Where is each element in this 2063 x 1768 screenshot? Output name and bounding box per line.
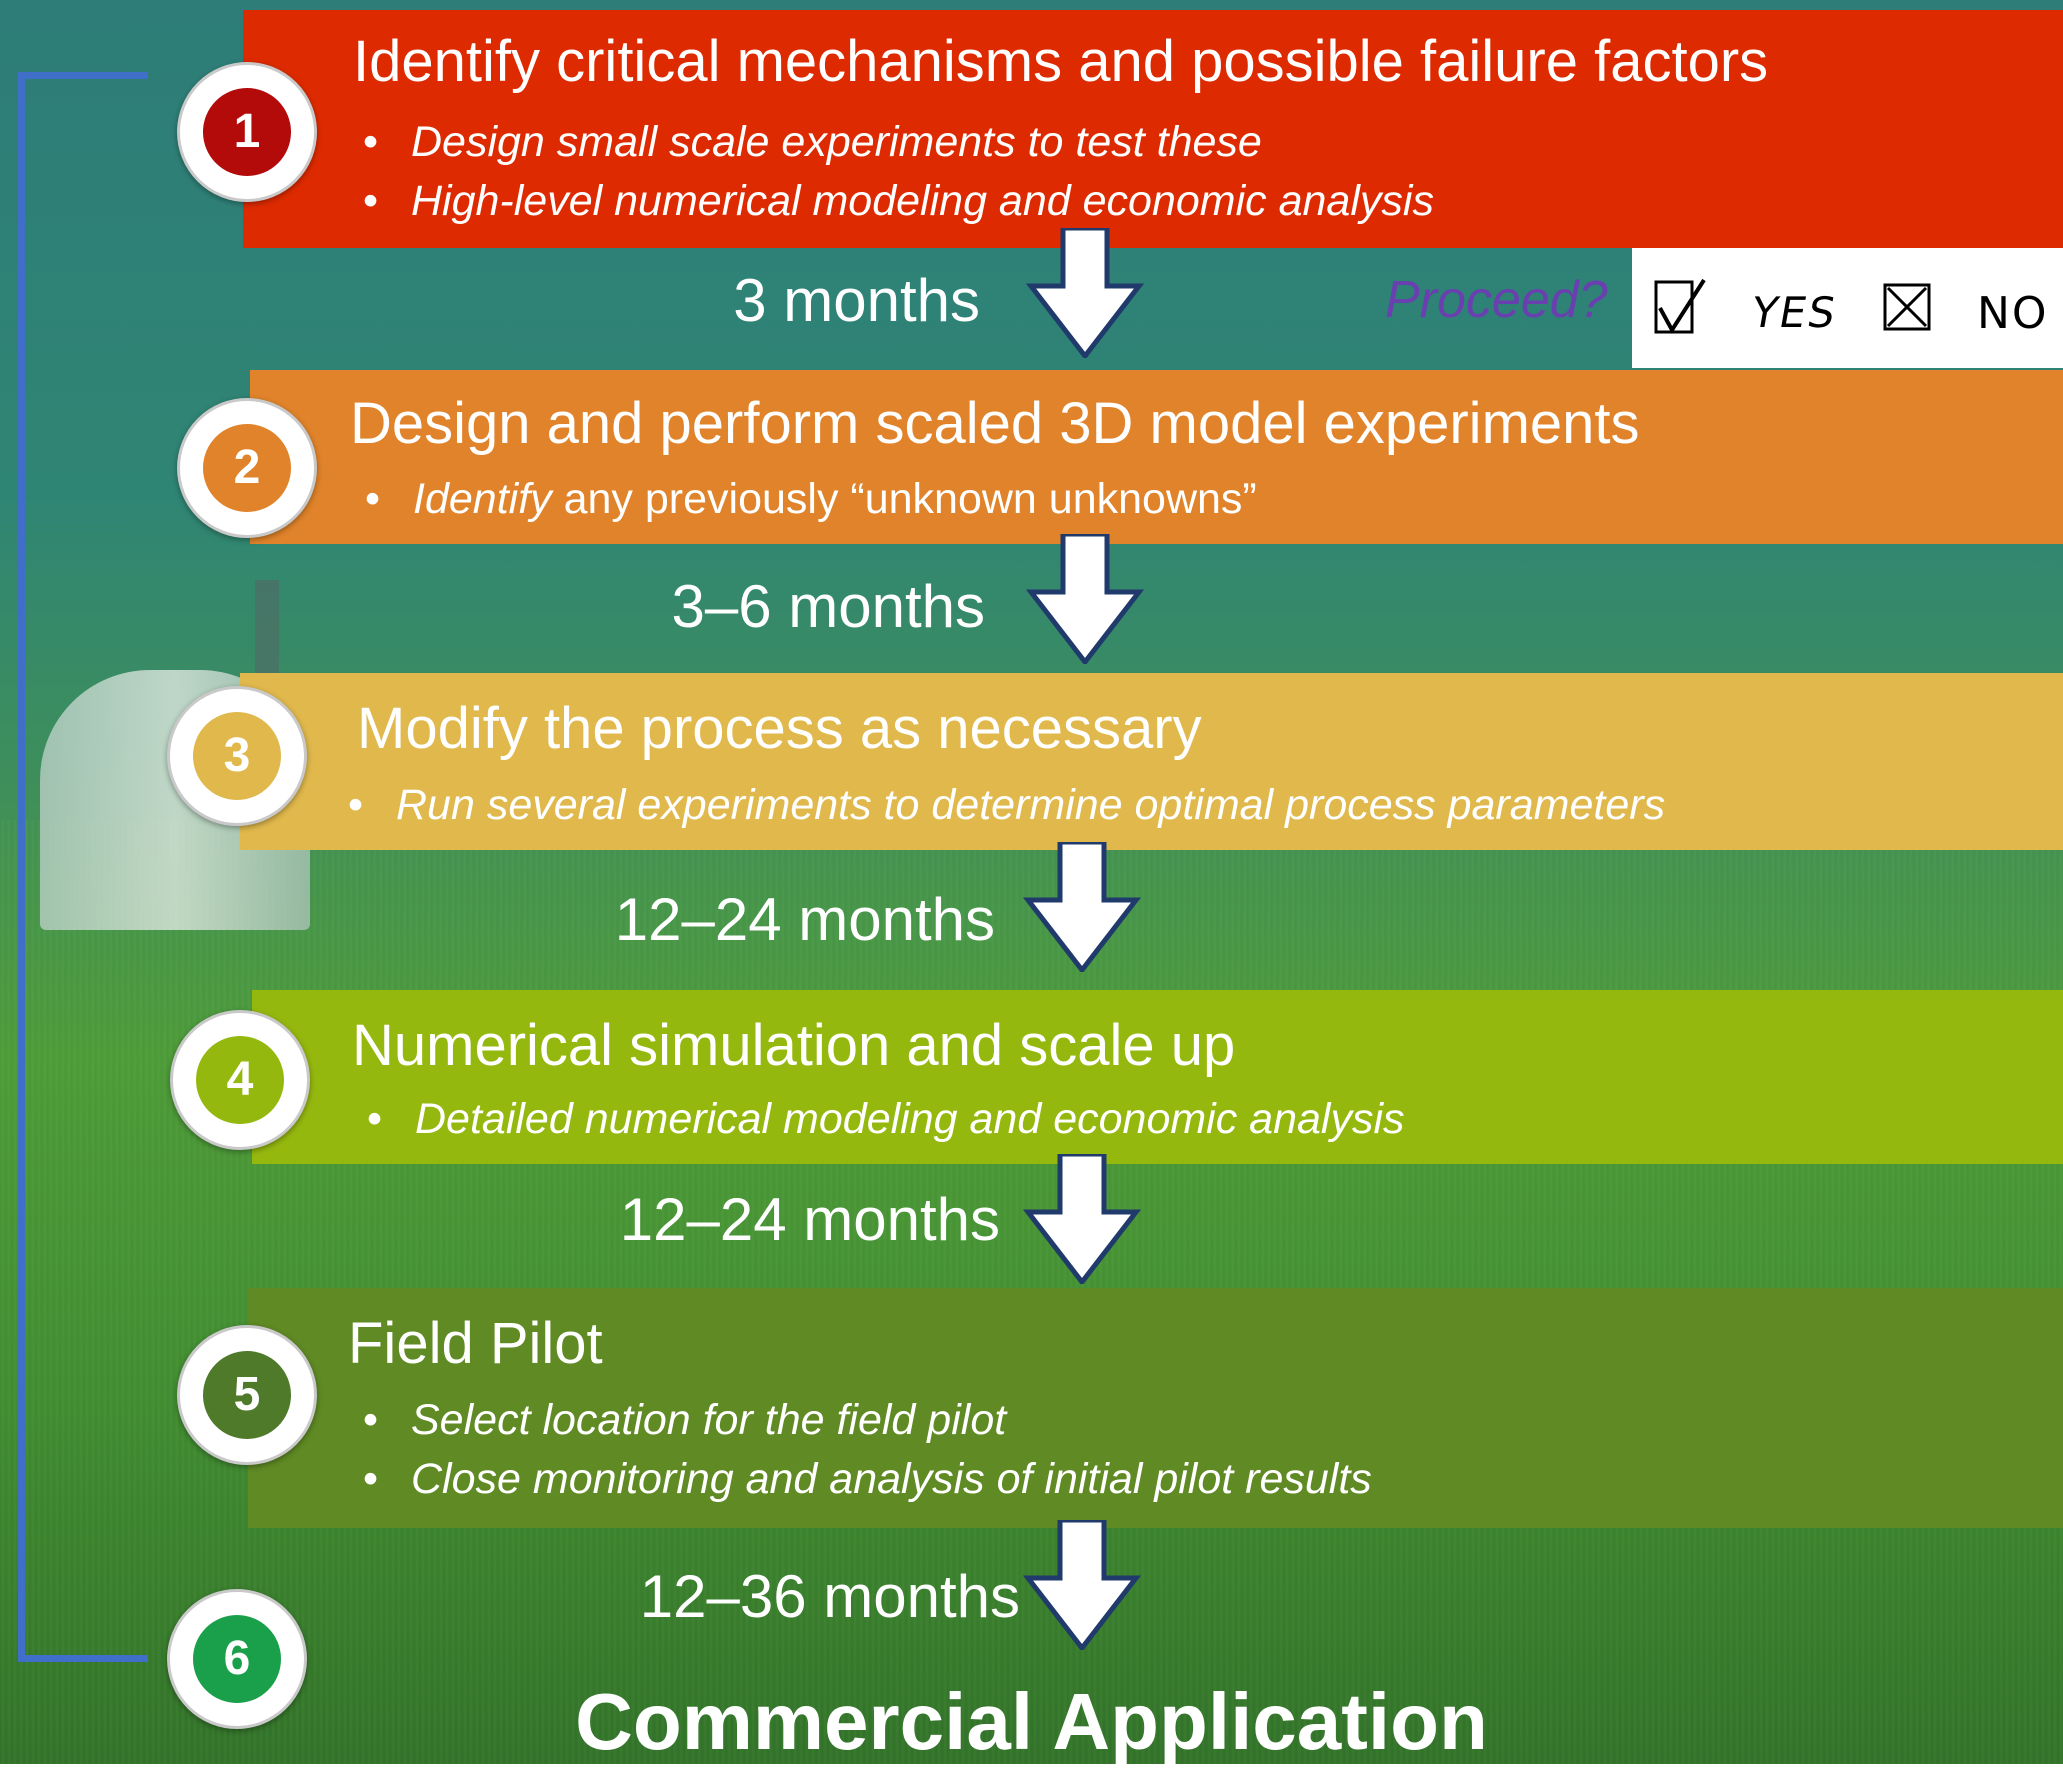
step-6-number: 6 [193, 1615, 281, 1703]
step-2-title: Design and perform scaled 3D model exper… [350, 391, 1640, 456]
step-1-bullets: Design small scale experiments to test t… [363, 118, 1434, 226]
step-1-badge: 1 [177, 62, 317, 202]
step-3-title: Modify the process as necessary [357, 696, 1202, 761]
step-5-bullet: Close monitoring and analysis of initial… [363, 1455, 1372, 1504]
no-checkbox-icon[interactable] [1882, 282, 1934, 334]
down-arrow-icon [1022, 1520, 1142, 1650]
step-5-bullets: Select location for the field pilot Clos… [363, 1396, 1372, 1504]
duration-4: 12–24 months [619, 1186, 1000, 1253]
duration-1: 3 months [733, 267, 980, 334]
step-2-band: Design and perform scaled 3D model exper… [250, 370, 2063, 544]
step-1-band: Identify critical mechanisms and possibl… [243, 10, 2063, 248]
step-5-band: Field Pilot Select location for the fiel… [248, 1288, 2063, 1528]
step-6-badge: 6 [167, 1589, 307, 1729]
step-2-bullets: Identify any previously “unknown unknown… [365, 475, 1257, 524]
step-1-bullet: High-level numerical modeling and econom… [363, 177, 1434, 226]
down-arrow-icon [1025, 228, 1145, 358]
step-2-badge: 2 [177, 398, 317, 538]
step-3-badge: 3 [167, 686, 307, 826]
step-5-title: Field Pilot [348, 1311, 603, 1376]
yes-label: YES [1747, 288, 1842, 337]
duration-2: 3–6 months [671, 573, 985, 640]
background-wellhead [255, 580, 279, 690]
down-arrow-icon [1022, 842, 1142, 972]
step-2-bullet: Identify any previously “unknown unknown… [365, 475, 1257, 524]
step-2-number: 2 [203, 424, 291, 512]
step-4-badge: 4 [170, 1010, 310, 1150]
step-4-number: 4 [196, 1036, 284, 1124]
step-4-band: Numerical simulation and scale up Detail… [252, 990, 2063, 1164]
step-3-band: Modify the process as necessary Run seve… [240, 673, 2063, 850]
proceed-label: Proceed? [1385, 271, 1608, 329]
step-2-bullet-italic: Identify [413, 475, 552, 523]
step-5-bullet: Select location for the field pilot [363, 1396, 1372, 1445]
step-5-badge: 5 [177, 1325, 317, 1465]
step-3-bullets: Run several experiments to determine opt… [348, 781, 1665, 830]
step-2-bullet-rest: any previously “unknown unknowns” [551, 475, 1257, 523]
duration-3: 12–24 months [614, 886, 995, 953]
duration-5: 12–36 months [639, 1563, 1020, 1630]
step-1-bullet: Design small scale experiments to test t… [363, 118, 1434, 167]
loop-bracket [18, 72, 148, 1662]
step-3-bullet: Run several experiments to determine opt… [348, 781, 1665, 830]
step-4-bullet: Detailed numerical modeling and economic… [367, 1095, 1405, 1144]
step-4-title: Numerical simulation and scale up [352, 1013, 1236, 1078]
step-1-number: 1 [203, 88, 291, 176]
down-arrow-icon [1022, 1154, 1142, 1284]
no-label: NO [1977, 288, 2049, 339]
proceed-checkbox-panel: YES NO [1632, 248, 2063, 368]
yes-checkbox-icon[interactable] [1652, 278, 1712, 340]
step-5-number: 5 [203, 1351, 291, 1439]
step-3-number: 3 [193, 712, 281, 800]
commercial-application-label: Commercial Application [575, 1677, 1488, 1766]
step-4-bullets: Detailed numerical modeling and economic… [367, 1095, 1405, 1144]
down-arrow-icon [1025, 534, 1145, 664]
step-1-title: Identify critical mechanisms and possibl… [353, 29, 1769, 94]
